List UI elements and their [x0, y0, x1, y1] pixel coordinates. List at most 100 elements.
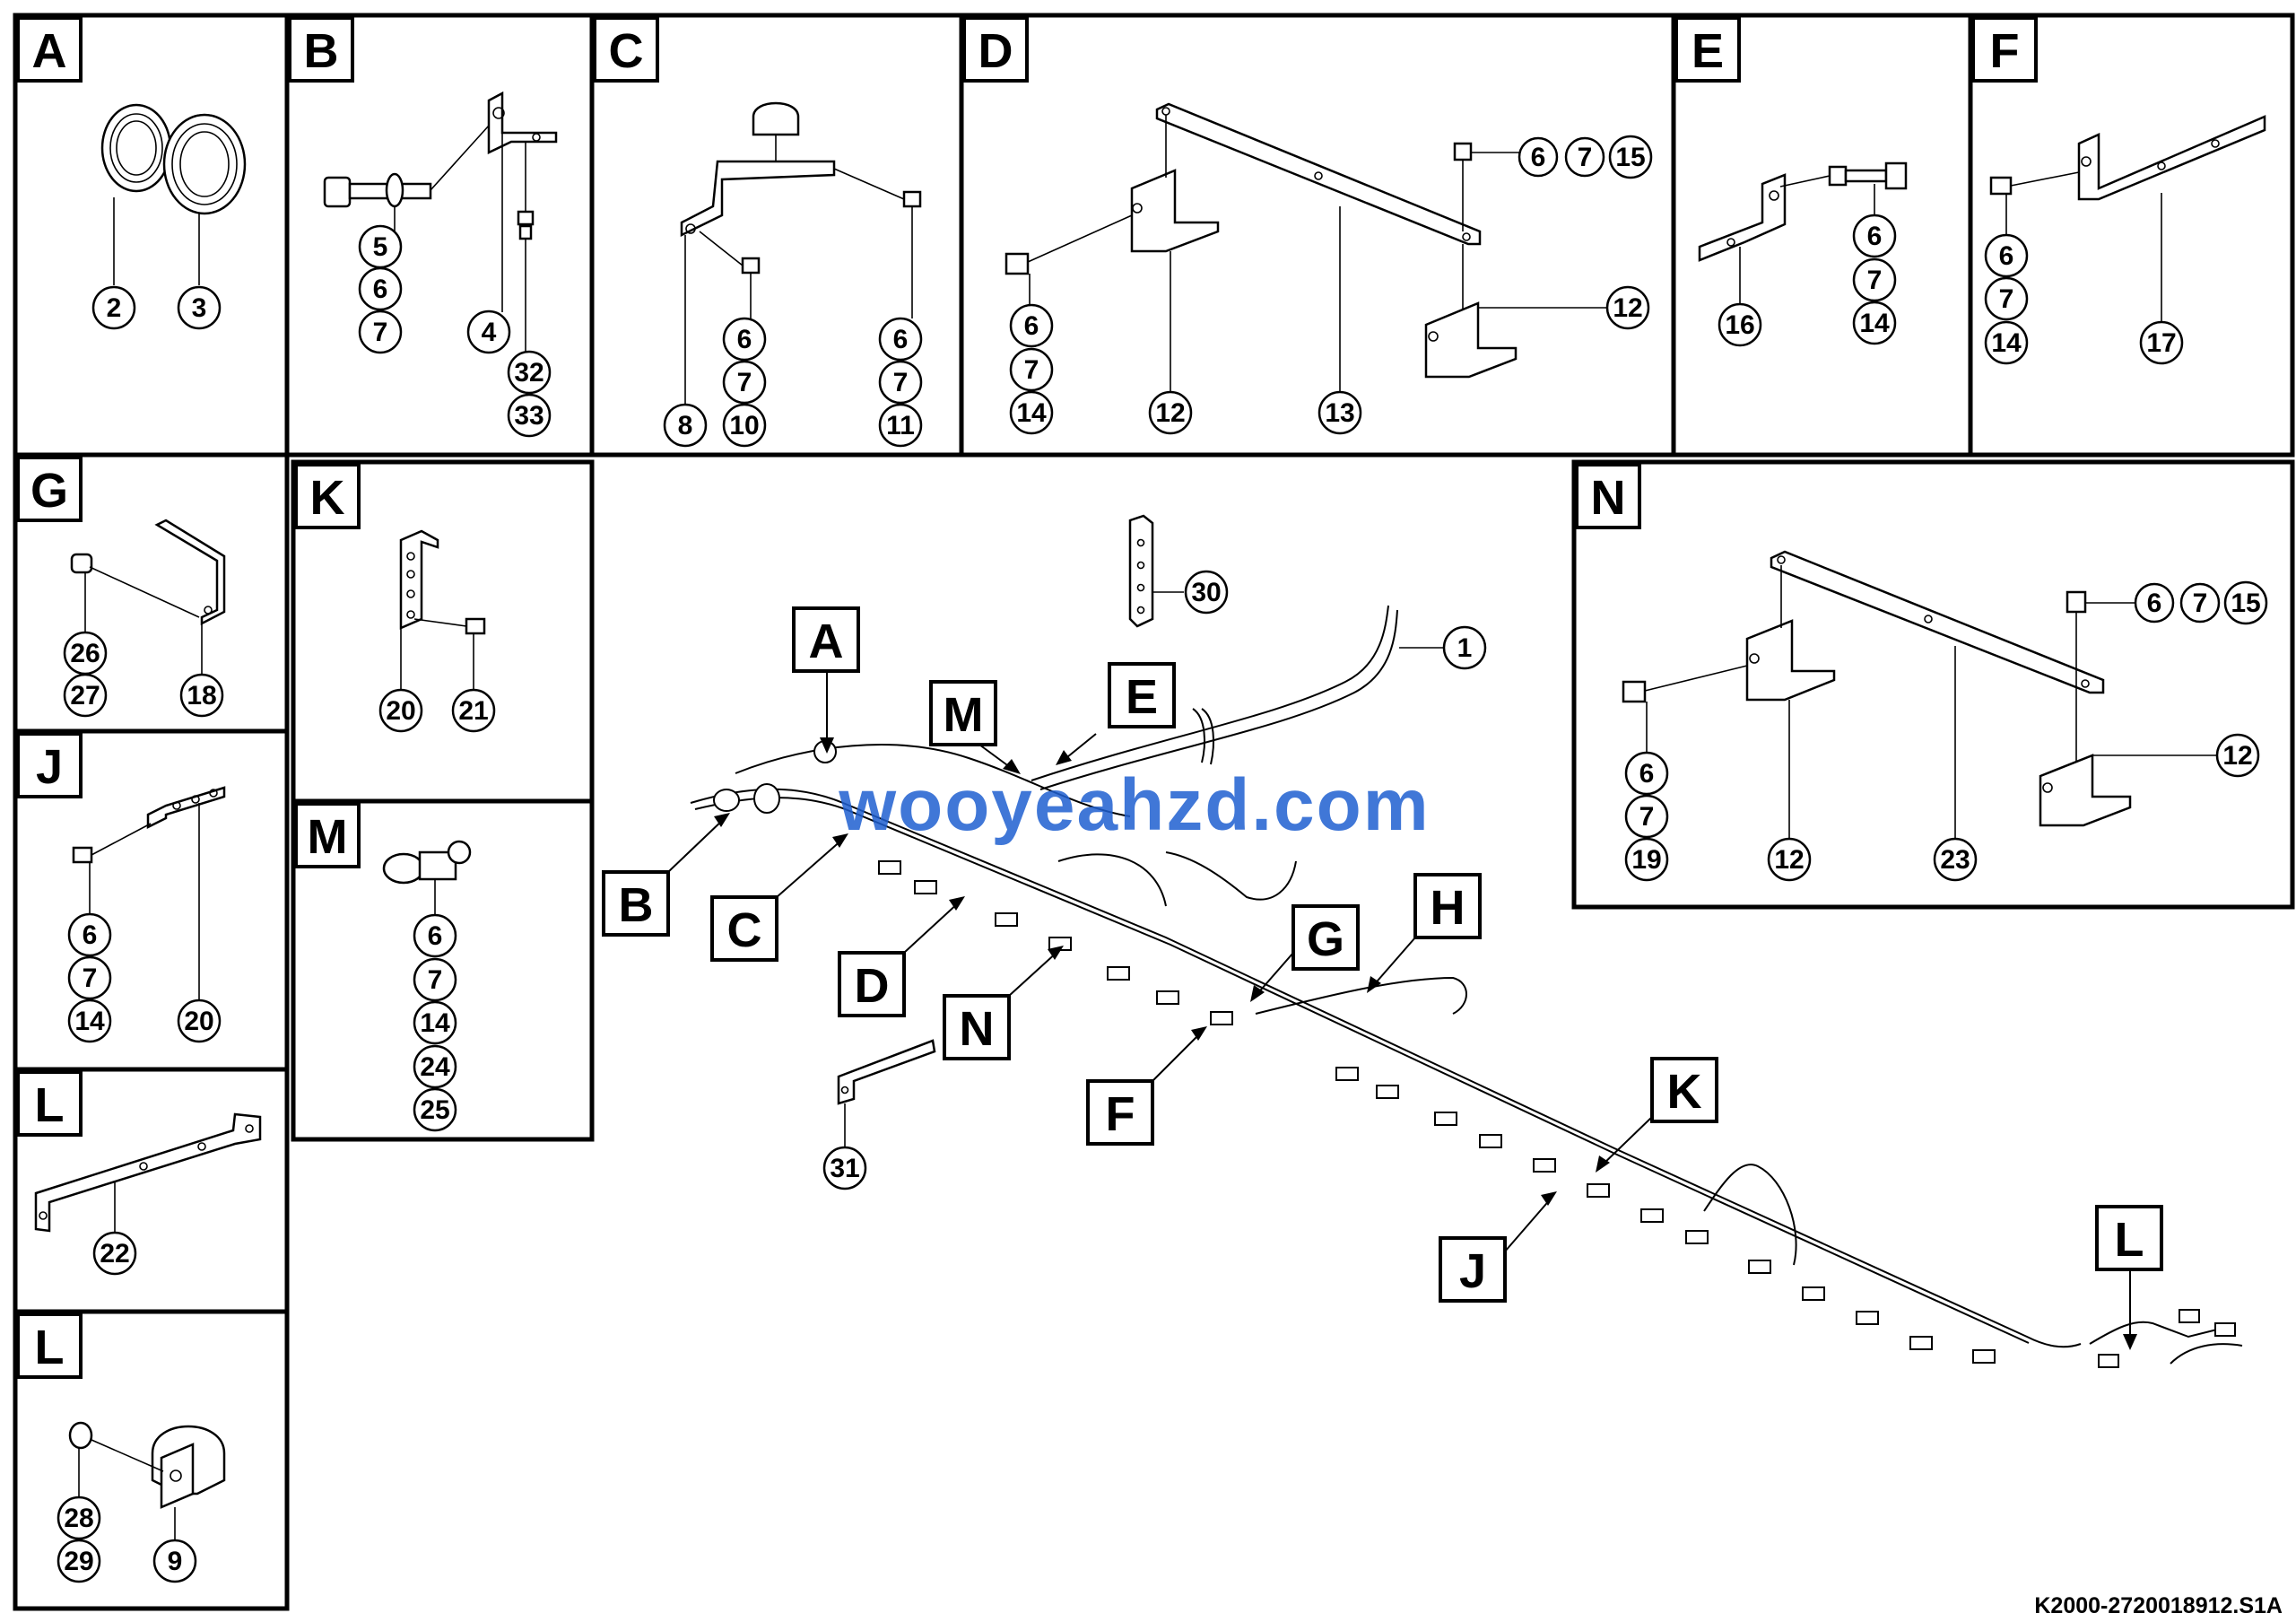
drawing-code: K2000-2720018912.S1A	[2034, 1593, 2283, 1618]
svg-text:7: 7	[1024, 355, 1039, 385]
svg-text:14: 14	[420, 1008, 450, 1038]
svg-text:14: 14	[1016, 398, 1047, 428]
svg-text:23: 23	[1940, 845, 1970, 875]
callout-f: F	[1106, 1087, 1135, 1141]
bubble-d-6a: 6	[1009, 303, 1054, 348]
callout-k: K	[1667, 1065, 1702, 1119]
svg-text:14: 14	[1859, 309, 1890, 338]
panel-g-bracket	[70, 519, 226, 677]
panel-label-j: J	[36, 740, 63, 794]
svg-text:33: 33	[514, 401, 544, 431]
svg-text:30: 30	[1191, 578, 1221, 607]
svg-text:15: 15	[1615, 143, 1645, 172]
harness-assembly	[690, 514, 2243, 1368]
bubble-d-7a: 7	[1009, 347, 1054, 392]
svg-text:7: 7	[1999, 284, 2014, 314]
svg-text:7: 7	[1867, 266, 1883, 295]
callout-boxes	[602, 606, 2163, 1303]
bubble-c-6b: 6	[878, 317, 923, 362]
svg-text:6: 6	[428, 921, 443, 951]
bubble-n-12b: 12	[2215, 733, 2260, 778]
svg-text:7: 7	[373, 318, 388, 347]
bubble-d-6b: 6	[1518, 136, 1559, 178]
callout-g: G	[1307, 912, 1344, 966]
bubble-l-9: 9	[152, 1539, 197, 1583]
bubble-main-1: 1	[1442, 625, 1487, 670]
panel-label-k: K	[310, 471, 345, 525]
bubble-n-19: 19	[1624, 837, 1669, 882]
bubble-d-14: 14	[1009, 390, 1054, 435]
svg-text:9: 9	[168, 1547, 183, 1576]
svg-text:21: 21	[458, 696, 488, 726]
bubble-e-7: 7	[1852, 257, 1897, 302]
panel-c-bracket-clamp	[680, 101, 922, 413]
bubble-j-7: 7	[67, 955, 112, 1000]
svg-text:6: 6	[893, 325, 909, 354]
bubble-j-20: 20	[177, 998, 222, 1043]
panel-label-b: B	[304, 24, 339, 78]
bubble-m-6: 6	[413, 913, 457, 958]
callout-d: D	[855, 959, 890, 1013]
panel-frames	[13, 13, 2295, 1611]
svg-text:7: 7	[737, 368, 752, 397]
svg-text:6: 6	[1639, 759, 1655, 789]
panel-label-d: D	[978, 24, 1013, 78]
callout-m: M	[944, 688, 984, 742]
bubble-n-12a: 12	[1767, 837, 1812, 882]
bubble-b-6: 6	[358, 266, 403, 311]
svg-text:6: 6	[1999, 241, 2014, 271]
panel-label-n: N	[1591, 471, 1626, 525]
svg-text:32: 32	[514, 358, 544, 388]
bubble-f-7: 7	[1984, 276, 2029, 321]
bubble-c-7a: 7	[722, 360, 767, 405]
bubble-d-12b: 12	[1605, 285, 1650, 330]
svg-text:31: 31	[830, 1154, 859, 1183]
svg-text:7: 7	[428, 965, 443, 995]
svg-text:13: 13	[1325, 398, 1354, 428]
svg-text:12: 12	[1613, 293, 1642, 323]
bubble-d-13: 13	[1318, 390, 1362, 435]
bubble-l-28: 28	[57, 1496, 101, 1540]
svg-text:1: 1	[1457, 633, 1473, 663]
svg-text:22: 22	[100, 1239, 129, 1269]
callout-l: L	[2115, 1213, 2144, 1267]
panel-label-g: G	[30, 464, 68, 518]
bubble-g-18: 18	[179, 673, 224, 718]
svg-text:5: 5	[373, 232, 388, 262]
bubble-d-12a: 12	[1148, 390, 1193, 435]
bubble-m-14: 14	[413, 1000, 457, 1045]
panel-l-upper-bar	[34, 1112, 262, 1234]
bubble-n-6a: 6	[1624, 751, 1669, 796]
svg-text:11: 11	[886, 411, 915, 440]
callout-c: C	[727, 903, 762, 957]
panel-f-bracket	[1989, 115, 2266, 325]
bubble-d-7b: 7	[1564, 136, 1605, 178]
callout-arrowheads	[714, 737, 2137, 1350]
bubble-e-14: 14	[1852, 301, 1897, 345]
bubble-d-15: 15	[1608, 135, 1653, 179]
svg-text:6: 6	[2147, 589, 2162, 618]
bubble-a-3: 3	[177, 285, 222, 330]
bubble-c-6a: 6	[722, 317, 767, 362]
callout-b: B	[619, 878, 654, 932]
svg-text:20: 20	[386, 696, 415, 726]
svg-text:4: 4	[482, 318, 497, 347]
svg-text:6: 6	[1867, 222, 1883, 251]
bubble-f-6: 6	[1984, 233, 2029, 278]
panel-b-bracket-bolt	[323, 91, 558, 352]
panel-label-f: F	[1990, 24, 2020, 78]
svg-text:6: 6	[83, 920, 98, 950]
svg-text:29: 29	[64, 1547, 93, 1576]
svg-text:7: 7	[893, 368, 909, 397]
bubble-k-21: 21	[451, 688, 496, 733]
svg-text:10: 10	[729, 411, 759, 440]
svg-text:7: 7	[1578, 143, 1593, 172]
svg-text:19: 19	[1631, 845, 1661, 875]
svg-text:26: 26	[70, 639, 100, 668]
svg-text:15: 15	[2231, 589, 2260, 618]
bubble-l-22: 22	[92, 1231, 137, 1276]
callout-leaders	[667, 671, 2131, 1341]
panel-label-a: A	[32, 24, 67, 78]
bubble-m-7: 7	[413, 957, 457, 1002]
svg-text:17: 17	[2146, 328, 2176, 358]
